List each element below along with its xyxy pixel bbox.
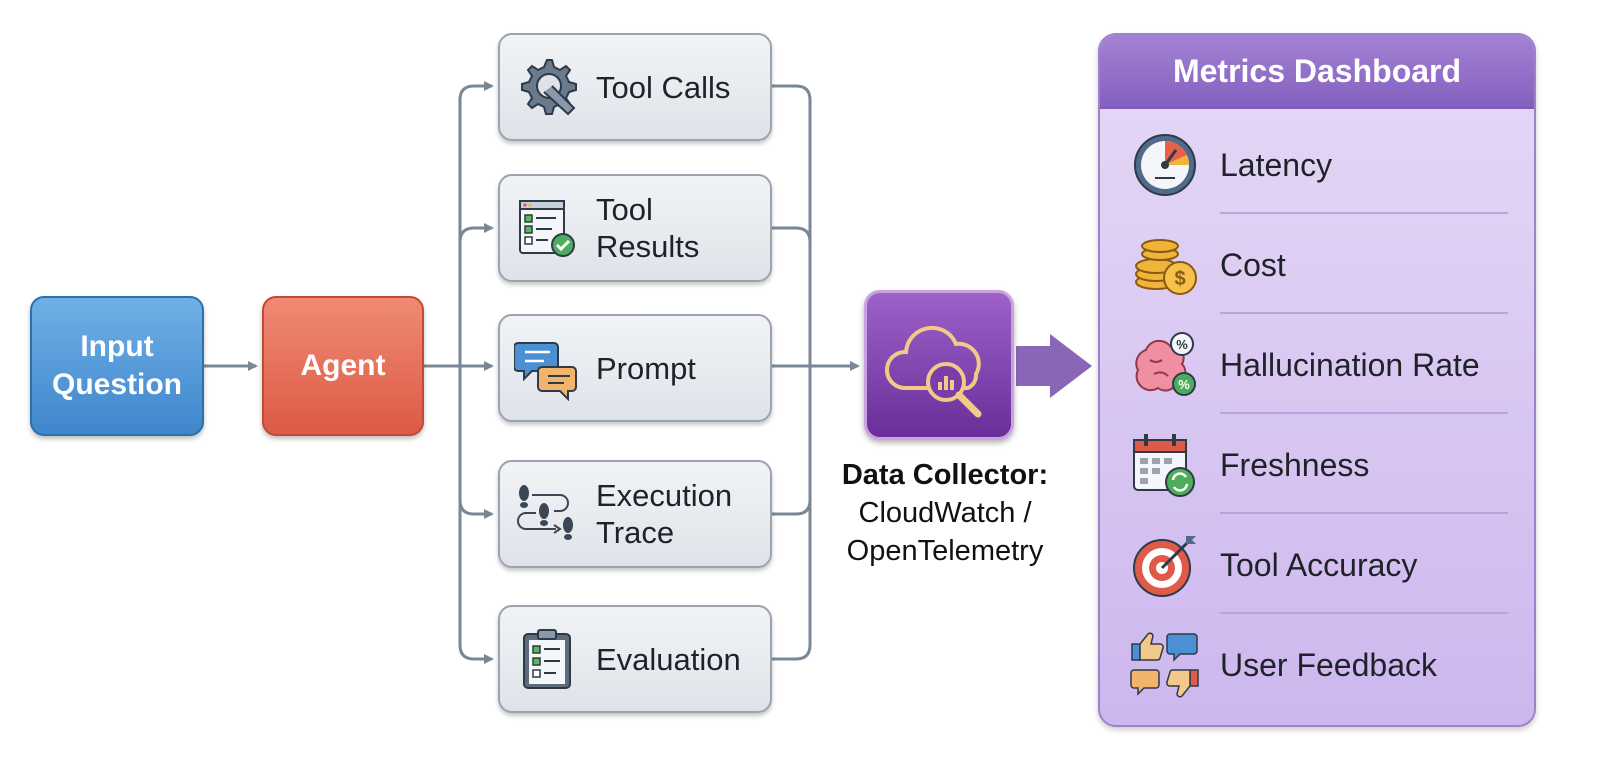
metric-cost-label: Cost xyxy=(1220,246,1286,283)
data-collector-line1: CloudWatch / xyxy=(858,497,1032,529)
evaluation-label: Evaluation xyxy=(596,641,741,677)
thumbs-feedback-icon xyxy=(1130,630,1200,700)
metric-latency-label: Latency xyxy=(1220,146,1333,183)
footsteps-icon xyxy=(514,481,580,547)
metric-hallucination-rate-label: Hallucination Rate xyxy=(1220,346,1480,383)
metric-freshness-label: Freshness xyxy=(1220,446,1370,483)
tool-calls-node: Tool Calls xyxy=(498,33,772,141)
cloud-analytics-icon xyxy=(884,325,982,418)
arrow-to-dashboard xyxy=(1016,334,1092,398)
metric-latency: Latency xyxy=(1130,115,1510,215)
metric-divider xyxy=(1220,312,1508,314)
metrics-dashboard: Metrics Dashboard Latency xyxy=(1098,33,1536,727)
metric-user-feedback: User Feedback xyxy=(1130,615,1510,715)
target-arrow-icon xyxy=(1130,530,1200,600)
tool-calls-label: Tool Calls xyxy=(596,69,731,105)
agent-node: Agent xyxy=(262,296,424,436)
prompt-node: Prompt xyxy=(498,314,772,422)
metric-divider xyxy=(1220,512,1508,514)
clipboard-checklist-icon xyxy=(514,626,580,692)
data-collector-title: Data Collector: xyxy=(841,459,1049,491)
svg-text:%: % xyxy=(1176,337,1188,352)
metric-tool-accuracy: Tool Accuracy xyxy=(1130,515,1510,615)
coins-icon: $ xyxy=(1130,230,1200,300)
input-question-node: Input Question xyxy=(30,296,204,436)
brain-percent-icon: % % xyxy=(1130,330,1200,400)
calendar-refresh-icon xyxy=(1130,430,1200,500)
data-collector-line2: OpenTelemetry xyxy=(846,535,1044,567)
metric-user-feedback-label: User Feedback xyxy=(1220,646,1437,683)
execution-trace-label: Execution Trace xyxy=(596,478,733,550)
tool-results-node: Tool Results xyxy=(498,174,772,282)
dashboard-title: Metrics Dashboard xyxy=(1172,52,1462,89)
metric-hallucination-rate: % % Hallucination Rate xyxy=(1130,315,1510,415)
metric-divider xyxy=(1220,212,1508,214)
dashboard-header: Metrics Dashboard xyxy=(1100,35,1534,109)
input-question-label: Input Question xyxy=(52,330,183,401)
metric-cost: $ Cost xyxy=(1130,215,1510,315)
data-collector-caption: Data Collector: CloudWatch / OpenTelemet… xyxy=(820,456,1070,570)
metric-freshness: Freshness xyxy=(1130,415,1510,515)
agent-label: Agent xyxy=(300,349,386,382)
chat-bubbles-icon xyxy=(514,335,580,401)
svg-text:%: % xyxy=(1178,377,1190,392)
speedometer-icon xyxy=(1130,130,1200,200)
metric-divider xyxy=(1220,412,1508,414)
checklist-window-icon xyxy=(514,195,580,261)
tool-results-label: Tool Results xyxy=(596,192,700,264)
prompt-label: Prompt xyxy=(596,350,696,386)
metric-tool-accuracy-label: Tool Accuracy xyxy=(1220,546,1418,583)
data-collector-node xyxy=(864,290,1014,440)
evaluation-node: Evaluation xyxy=(498,605,772,713)
svg-text:$: $ xyxy=(1174,268,1185,290)
metric-divider xyxy=(1220,612,1508,614)
gear-wrench-icon xyxy=(514,54,580,120)
execution-trace-node: Execution Trace xyxy=(498,460,772,568)
